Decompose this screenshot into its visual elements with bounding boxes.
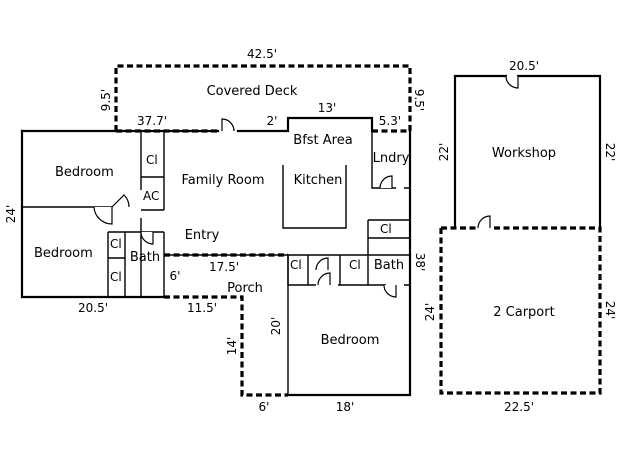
door-bedroom-se	[383, 284, 397, 298]
dim-deck-left: 9.5'	[99, 89, 113, 111]
room-bedroom-w: Bedroom	[34, 246, 93, 261]
room-closet-2: Cl	[110, 237, 122, 251]
kitchen-counter	[282, 165, 347, 229]
dim-carport-left: 24'	[423, 303, 437, 322]
dim-kitchen-top: 13'	[318, 101, 337, 115]
door-closet-hall-2	[317, 272, 331, 286]
wall-closet-dividers	[307, 220, 369, 285]
house-west-wall	[20, 129, 166, 299]
dim-entry-width: 17.5'	[209, 260, 239, 274]
dim-deck-bottom-mid: 2'	[267, 114, 278, 128]
room-entry: Entry	[185, 228, 220, 243]
room-lndry: Lndry	[373, 151, 410, 166]
dim-porch-vert: 14'	[225, 337, 239, 356]
door-bath-w	[140, 231, 154, 245]
room-closet-3: Cl	[110, 270, 122, 284]
room-bfst-area: Bfst Area	[293, 133, 352, 148]
carport-outline	[439, 226, 602, 395]
dim-porch-bottom: 11.5'	[187, 301, 217, 315]
room-ac: AC	[143, 189, 159, 203]
dim-porch-base: 6'	[259, 400, 270, 414]
wall-bath-closets	[108, 231, 141, 297]
house-north-wall-mid	[236, 116, 374, 133]
dim-carport-bottom: 22.5'	[504, 400, 534, 414]
room-carport: 2 Carport	[493, 305, 554, 320]
dim-deck-bottom-left: 37.7'	[137, 114, 167, 128]
dim-carport-right: 24'	[603, 301, 617, 320]
room-bath-e: Bath	[374, 258, 404, 273]
dim-workshop-top: 20.5'	[509, 59, 539, 73]
door-closet-hall-1	[315, 257, 329, 271]
wall-hall-closets	[287, 255, 368, 286]
house-east-wall	[286, 129, 412, 397]
dim-deck-right: 9.5'	[412, 89, 426, 111]
room-bedroom-nw: Bedroom	[55, 165, 114, 180]
workshop-outline	[453, 74, 602, 230]
covered-deck-outline	[114, 64, 412, 131]
room-kitchen: Kitchen	[294, 173, 343, 188]
room-family-room: Family Room	[182, 173, 265, 188]
dim-house-left: 24'	[4, 205, 18, 224]
dim-deck-top: 42.5'	[247, 47, 277, 61]
room-closet-1: Cl	[146, 153, 158, 167]
dim-house-bottom-left: 20.5'	[78, 301, 108, 315]
dim-bedroom-bottom: 18'	[336, 400, 355, 414]
dim-kitchen-right: 5.3'	[379, 114, 401, 128]
room-closet-6: Cl	[380, 222, 392, 236]
door-bedroom-nw	[111, 194, 130, 208]
dim-bath-right: 38'	[413, 253, 427, 272]
room-porch: Porch	[227, 281, 263, 296]
door-carport	[477, 215, 491, 229]
dim-workshop-left: 22'	[437, 143, 451, 162]
door-bedroom-w	[93, 206, 113, 225]
porch-outline	[164, 295, 288, 397]
dim-workshop-right: 22'	[603, 143, 617, 162]
room-workshop: Workshop	[492, 146, 556, 161]
room-bedroom-se: Bedroom	[321, 333, 380, 348]
room-bath-w: Bath	[130, 250, 160, 265]
room-closet-5: Cl	[349, 258, 361, 272]
door-workshop-top	[505, 75, 519, 89]
dim-porch-inner: 20'	[269, 317, 283, 336]
door-deck	[221, 118, 235, 132]
room-covered-deck: Covered Deck	[207, 84, 298, 99]
wall-bath-east-box	[368, 219, 410, 286]
door-laundry	[379, 175, 393, 189]
dim-porch-left: 6'	[170, 269, 181, 283]
room-closet-4: Cl	[290, 258, 302, 272]
